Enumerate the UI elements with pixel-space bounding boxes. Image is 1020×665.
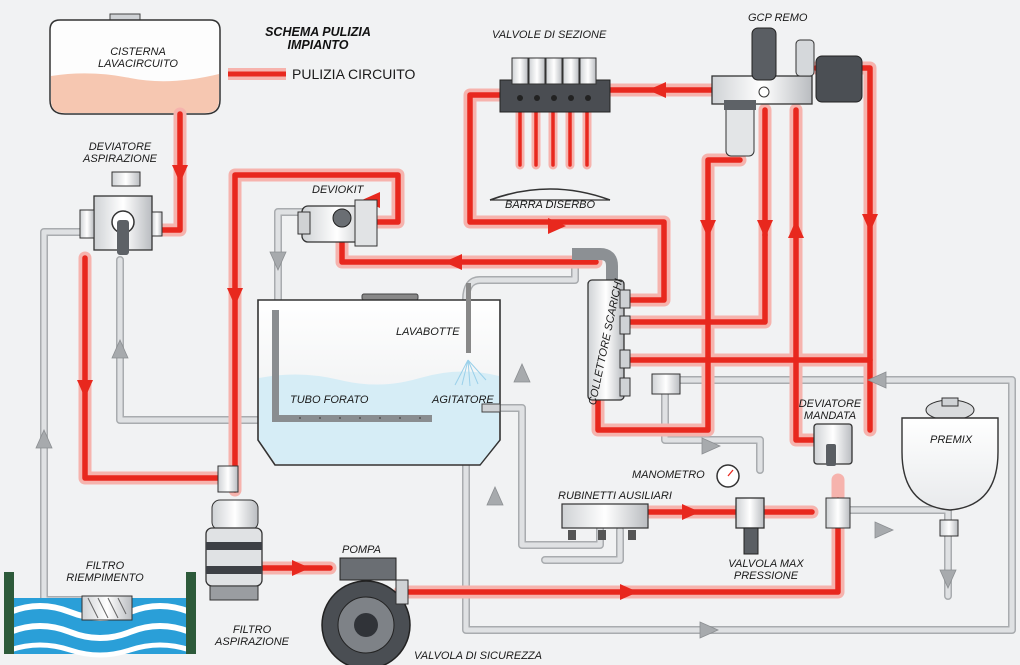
label-barra-diserbo: BARRA DISERBO [505, 199, 596, 211]
section-valves [499, 57, 611, 113]
label-valvola-max-line1: VALVOLA MAX [728, 558, 804, 570]
label-deviatore-mandata-line1: DEVIATORE [798, 398, 862, 410]
max-pressure-valve [735, 497, 765, 555]
rinse-tank [49, 13, 221, 115]
label-filtro-riempimento: FILTRO RIEMPIMENTO [50, 560, 160, 584]
label-premix: PREMIX [930, 434, 973, 446]
fill-filter [4, 572, 196, 658]
label-filtro-aspirazione: FILTRO ASPIRAZIONE [212, 624, 292, 648]
label-tubo-forato: TUBO FORATO [290, 394, 369, 406]
diagram-title: SCHEMA PULIZIA IMPIANTO [258, 26, 378, 52]
label-deviokit: DEVIOKIT [312, 184, 364, 196]
main-tank [257, 283, 501, 466]
label-deviatore-mandata: DEVIATORE MANDATA [784, 398, 876, 422]
label-deviatore-aspirazione: DEVIATORE ASPIRAZIONE [60, 141, 180, 165]
delivery-tee [825, 497, 851, 529]
delivery-diverter [813, 423, 853, 466]
label-cisterna-line1: CISTERNA [110, 46, 166, 58]
label-manometro: MANOMETRO [632, 469, 705, 481]
label-cisterna: CISTERNA LAVACIRCUITO [78, 46, 198, 70]
title-line-2: IMPIANTO [287, 38, 349, 52]
label-filtro-asp-line1: FILTRO [232, 624, 272, 636]
title-line-1: SCHEMA PULIZIA [265, 25, 371, 39]
label-deviatore-mandata-line2: MANDATA [803, 410, 857, 422]
auxiliary-tee [651, 373, 681, 395]
label-filtro-asp-line2: ASPIRAZIONE [215, 636, 289, 648]
pump [321, 557, 411, 665]
label-pompa: POMPA [342, 544, 381, 556]
auxiliary-taps [561, 503, 649, 540]
suction-filter [205, 499, 263, 601]
label-filtro-riemp-line2: RIEMPIMENTO [66, 572, 144, 584]
suction-tee [217, 465, 239, 493]
label-valvola-max: VALVOLA MAX PRESSIONE [716, 558, 816, 582]
label-valvole-sezione: VALVOLE DI SEZIONE [492, 29, 607, 41]
label-agitatore: AGITATORE [432, 394, 494, 406]
label-gcp-remo: GCP REMO [748, 12, 808, 24]
red-pipes [78, 61, 877, 599]
label-rubinetti-ausiliari: RUBINETTI AUSILIARI [558, 490, 672, 502]
label-filtro-riemp-line1: FILTRO [85, 560, 125, 572]
label-valvola-sicurezza: VALVOLA DI SICUREZZA [414, 650, 542, 662]
red-arrows [77, 82, 878, 600]
label-lavabotte: LAVABOTTE [396, 326, 460, 338]
pressure-gauge [716, 464, 740, 488]
label-valvola-max-line2: PRESSIONE [733, 570, 799, 582]
suction-diverter [79, 171, 163, 255]
deviokit [297, 199, 378, 247]
discharge-manifold [572, 248, 631, 401]
weed-boom [489, 188, 611, 201]
label-cisterna-line2: LAVACIRCUITO [98, 58, 178, 70]
legend-label: PULIZIA CIRCUITO [292, 66, 416, 82]
premix-tank [901, 397, 999, 537]
gcp-remo-unit [711, 27, 863, 157]
label-deviatore-asp-line2: ASPIRAZIONE [83, 153, 157, 165]
label-deviatore-asp-line1: DEVIATORE [88, 141, 152, 153]
